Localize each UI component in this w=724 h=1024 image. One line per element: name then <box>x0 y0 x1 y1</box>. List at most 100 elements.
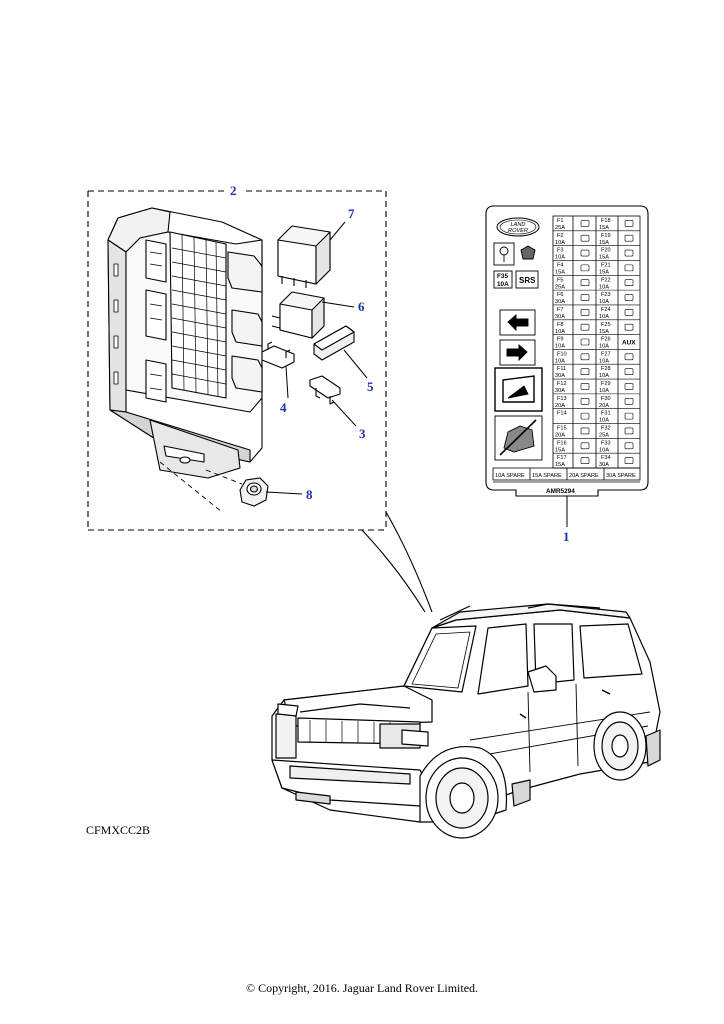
circuit-icon <box>580 427 590 435</box>
fuse-number: F32 <box>601 426 611 432</box>
fuse-rating: 15A <box>599 269 609 275</box>
spare-fuse-label: 30A SPARE <box>606 473 636 479</box>
circuit-icon <box>624 323 634 331</box>
fuse-number: F19 <box>601 233 611 239</box>
large-relay <box>277 225 331 288</box>
fuse-number: F28 <box>601 366 611 372</box>
card-large-icons <box>494 367 543 461</box>
circuit-icon <box>580 279 590 287</box>
card-left-icons <box>493 242 536 266</box>
circuit-icon <box>580 338 590 346</box>
svg-text:LAND: LAND <box>511 222 526 228</box>
fuse-number: F25 <box>601 322 611 328</box>
circuit-icon <box>580 294 590 301</box>
fuse-puller <box>313 325 355 361</box>
fuse-rating: 10A <box>555 358 565 364</box>
circuit-icon <box>624 220 634 227</box>
circuit-icon <box>580 353 590 361</box>
fuse-number: F9 <box>557 337 564 343</box>
spare-fuse-label: 10A SPARE <box>495 473 525 479</box>
callout-leaders <box>265 221 568 527</box>
fuse-table-frame <box>492 215 641 481</box>
circuit-icon <box>624 279 634 287</box>
fuse-number: F26 <box>601 337 611 343</box>
fuse-number: F30 <box>601 396 611 402</box>
circuit-icon <box>580 397 590 405</box>
callout-2: 2 <box>230 183 237 198</box>
spare-fuse-label: 20A SPARE <box>569 473 599 479</box>
fuse-number: F3 <box>557 248 564 254</box>
fuse-number: F20 <box>601 248 611 254</box>
callout-8: 8 <box>306 487 313 502</box>
fuse-number: F2 <box>557 233 564 239</box>
circuit-icon <box>580 234 590 242</box>
callout-6: 6 <box>358 299 365 314</box>
callout-3: 3 <box>359 426 366 441</box>
svg-text:10A: 10A <box>497 281 509 288</box>
fuse-rating: 10A <box>599 373 609 379</box>
land-rover-logo: LAND ROVER <box>496 217 540 237</box>
callout-4: 4 <box>280 400 287 415</box>
fuse-rating: 30A <box>555 314 565 320</box>
fuse-rating: 10A <box>555 255 565 261</box>
fuse-rating: 10A <box>599 299 609 305</box>
fuse-rating: 20A <box>555 403 565 409</box>
f35-box: F35 10A SRS <box>493 270 539 289</box>
circuit-icon <box>580 309 590 316</box>
fuse-number: F15 <box>557 426 567 432</box>
fuse-number: F31 <box>601 411 611 417</box>
fuse-rating: 25A <box>555 284 565 290</box>
fuse-rating: 10A <box>599 447 609 453</box>
circuit-icon <box>580 264 590 272</box>
circuit-icon <box>624 383 634 390</box>
callout-5: 5 <box>367 379 374 394</box>
fuse-rating: 10A <box>555 240 565 246</box>
fuse-number: F12 <box>557 381 567 387</box>
fuse-number: F6 <box>557 292 564 298</box>
circuit-icon <box>624 457 634 464</box>
circuit-icon <box>580 457 590 464</box>
circuit-icon <box>624 427 634 435</box>
fuse-number: F34 <box>601 455 611 461</box>
fuse-number: F22 <box>601 277 611 283</box>
fuse-rating: 20A <box>555 433 565 439</box>
fuse-rating: 10A <box>599 388 609 394</box>
circuit-icon <box>580 412 590 420</box>
fuse-number: F7 <box>557 307 564 313</box>
svg-text:F35: F35 <box>497 273 508 280</box>
fuse-rating: 15A <box>599 240 609 246</box>
fuse-rating: 15A <box>555 462 565 468</box>
fuse-rating: 30A <box>599 462 609 468</box>
fuse-number: F33 <box>601 440 611 446</box>
fuse-rating: 30A <box>555 299 565 305</box>
vehicle-illustration <box>271 603 661 839</box>
circuit-icon <box>624 249 634 257</box>
circuit-icon <box>624 442 634 450</box>
fuse-rating: 15A <box>555 447 565 453</box>
fuse-number: F21 <box>601 262 611 268</box>
circuit-icon <box>580 442 590 450</box>
fuse-number: F29 <box>601 381 611 387</box>
circuit-icon <box>580 249 590 257</box>
fuse-rating: 10A <box>555 329 565 335</box>
fuse-rating: 10A <box>599 358 609 364</box>
circuit-icon <box>624 309 634 316</box>
fuse-rating: 10A <box>599 314 609 320</box>
circuit-icon <box>624 412 634 420</box>
fuse-number: F10 <box>557 351 567 357</box>
fuse-rating: 20A <box>599 403 609 409</box>
fuse-number: F27 <box>601 351 611 357</box>
callout-7: 7 <box>348 206 355 221</box>
blade-fuse <box>309 375 341 405</box>
assembly-group-box <box>87 190 387 531</box>
aux-label: AUX <box>622 340 636 347</box>
fuse-number: F24 <box>601 307 611 313</box>
fuse-rating: 15A <box>599 329 609 335</box>
circuit-icon <box>624 353 634 361</box>
fuse-box-housing <box>107 207 263 479</box>
circuit-icon <box>580 220 590 227</box>
copyright-notice: © Copyright, 2016. Jaguar Land Rover Lim… <box>245 981 479 995</box>
callout-1: 1 <box>563 529 570 544</box>
